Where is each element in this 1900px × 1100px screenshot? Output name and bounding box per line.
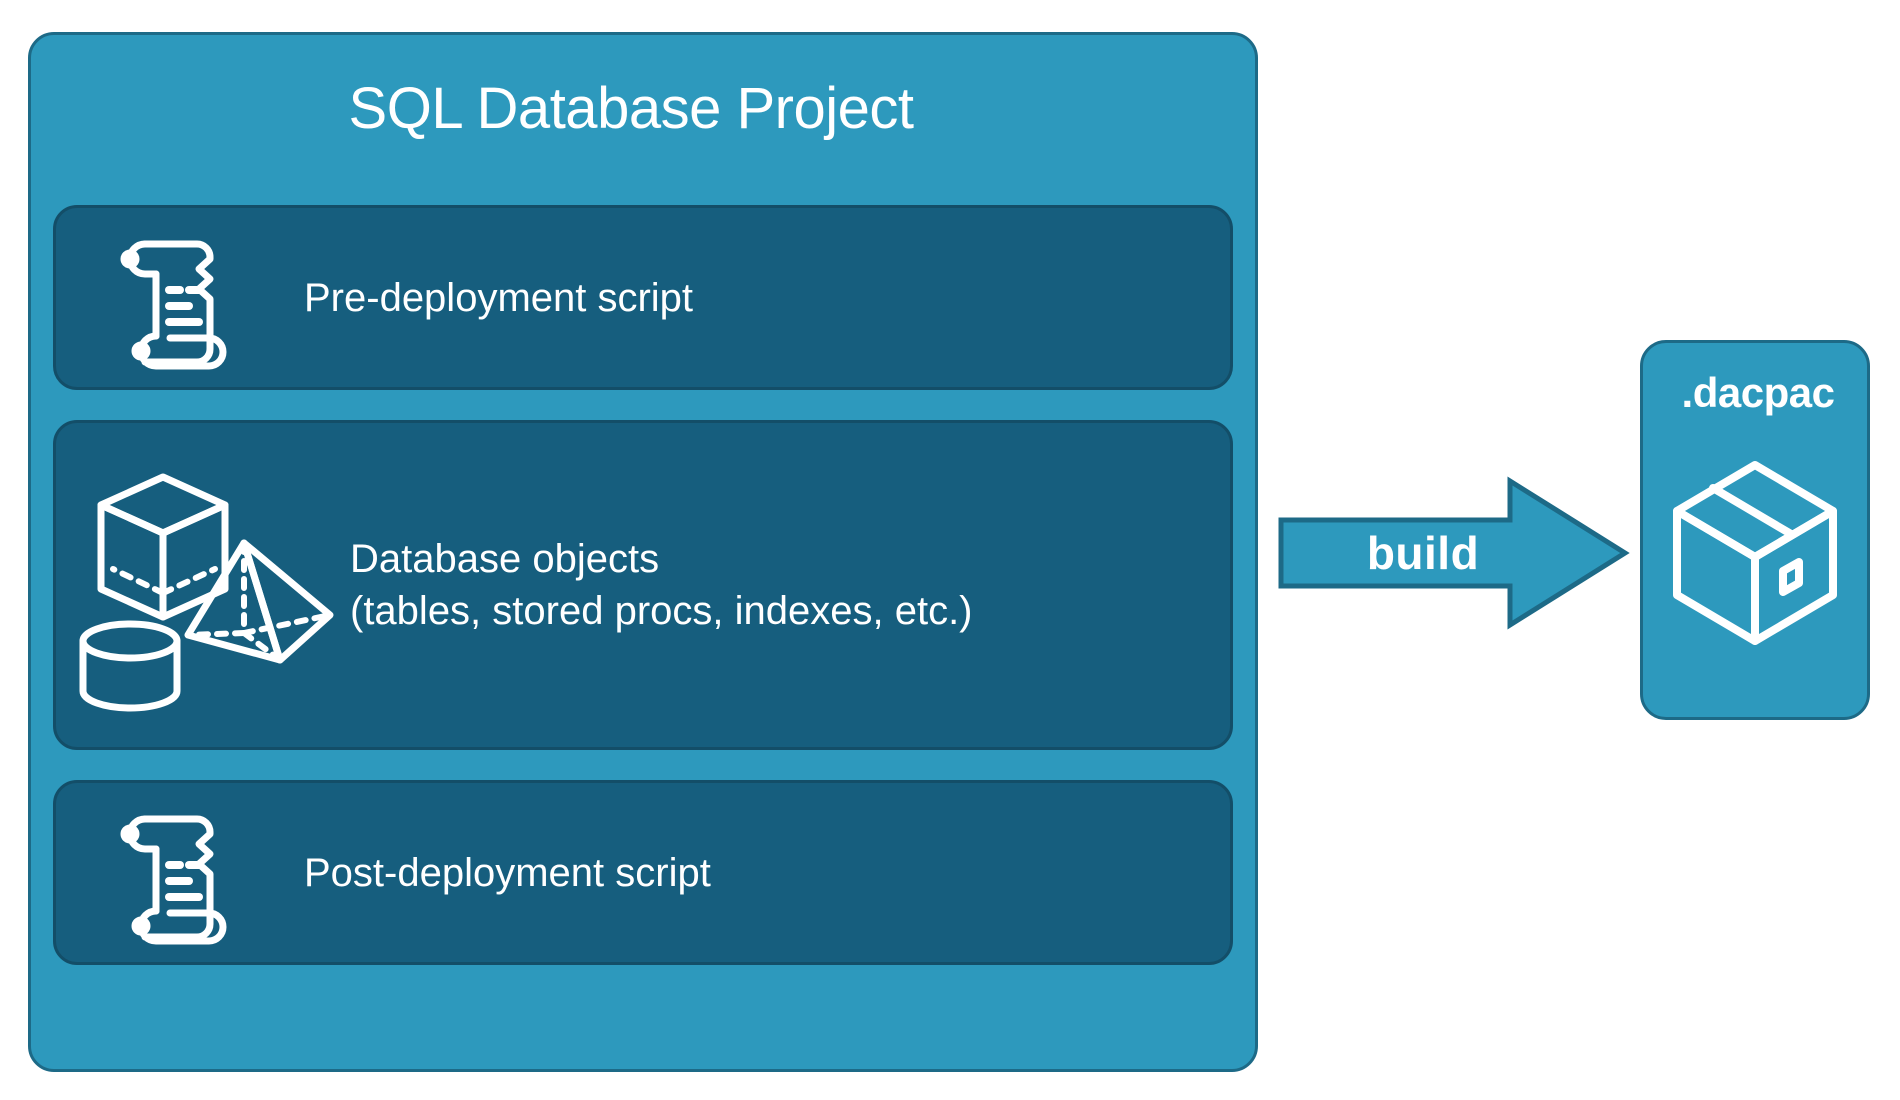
scroll-icon-pre-wrapper (68, 233, 258, 369)
sql-database-project-panel: SQL Database Project (28, 32, 1258, 1072)
build-arrow[interactable] (1278, 476, 1630, 630)
scroll-icon-post-wrapper (68, 808, 258, 944)
scroll-icon (101, 808, 227, 944)
dacpac-title: .dacpac (1681, 369, 1835, 416)
project-panel-title-text: SQL Database Project (348, 76, 914, 141)
database-objects-icon-group (64, 455, 334, 715)
card-post-deployment[interactable]: Post-deployment script (53, 780, 1233, 965)
scroll-icon (101, 233, 227, 369)
package-box-icon (1665, 453, 1845, 653)
shapes-icon-cluster (68, 455, 334, 715)
card-database-objects[interactable]: Database objects (tables, stored procs, … (53, 420, 1233, 750)
arrow-right-icon (1278, 476, 1630, 630)
card-pre-deployment[interactable]: Pre-deployment script (53, 205, 1233, 390)
card-database-objects-label: Database objects (tables, stored procs, … (350, 537, 973, 633)
dacpac-output-panel: .dacpac (1640, 340, 1870, 720)
card-pre-deployment-label: Pre-deployment script (304, 275, 694, 320)
card-post-deployment-label: Post-deployment script (304, 850, 711, 895)
package-box-icon-wrapper (1665, 453, 1845, 653)
project-panel-title: SQL Database Project (31, 76, 1261, 141)
